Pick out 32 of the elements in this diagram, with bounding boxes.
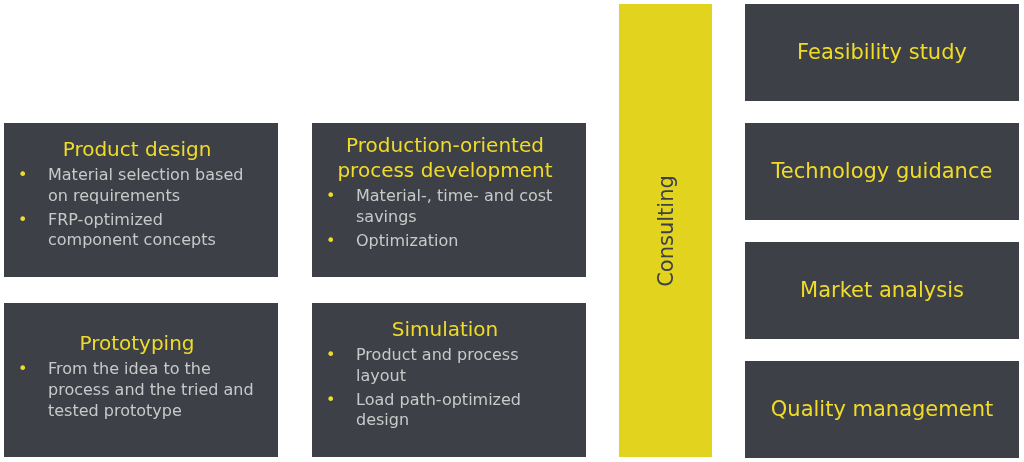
bullet-item: FRP-optimized component concepts [48,209,217,252]
tile-title: Technology guidance [771,158,993,185]
bar-title: Consulting [653,174,678,287]
bullet-item: From the idea to the process and the tried and tested prototype [48,359,255,422]
bullet-marker: • [326,345,337,366]
tile-title: Market analysis [800,277,964,304]
bullet-marker: • [326,389,337,411]
tile-title: Feasibility study [797,39,967,66]
card-title: Prototyping [78,331,196,356]
bullet-item: Product and process layout [356,345,520,387]
card-title: Simulation [390,317,500,342]
bullet-marker: • [18,209,29,231]
bullet-item: Material selection based on requirements [48,165,245,207]
card-title: Production-oriented process development [336,133,554,183]
service-tile [745,242,1019,339]
service-tile [745,361,1019,458]
consulting-bar [619,4,712,457]
service-card [4,123,278,277]
bullet-marker: • [18,359,29,380]
bullet-item: Optimization [356,230,460,252]
service-card [312,123,586,277]
service-card [312,303,586,457]
service-tile [745,4,1019,101]
card-title: Product design [61,137,213,162]
service-card [4,303,278,457]
bullet-item: Load path-optimized design [356,389,522,432]
bullet-marker: • [326,230,337,252]
service-tile [745,123,1019,220]
tile-title: Quality management [770,396,994,423]
bullet-item: Material-, time- and cost savings [356,186,554,228]
bullet-marker: • [18,165,29,186]
bullet-marker: • [326,186,337,207]
